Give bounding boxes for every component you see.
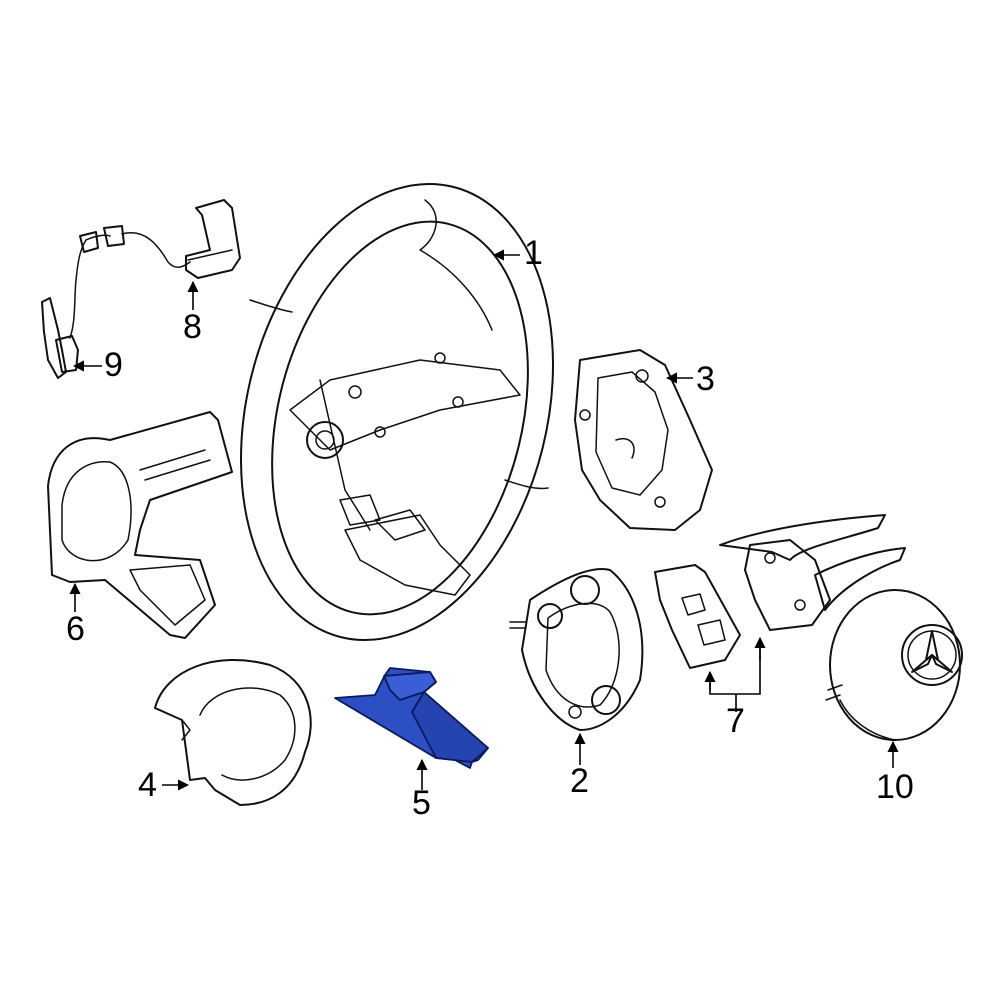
steering-wheel-part-1[interactable] <box>195 151 598 674</box>
airbag-part-10[interactable] <box>825 589 963 741</box>
callout-5: 5 <box>412 784 431 822</box>
callout-9: 9 <box>104 346 123 384</box>
paddle-shifter-part-9[interactable] <box>41 239 87 379</box>
wire-harness-part-8[interactable] <box>79 199 241 279</box>
callout-4: 4 <box>138 766 157 804</box>
callout-2: 2 <box>570 762 589 800</box>
callout-8: 8 <box>183 308 202 346</box>
callout-7: 7 <box>726 702 745 740</box>
lower-cover-part-4[interactable] <box>154 658 312 806</box>
callout-10: 10 <box>876 768 914 806</box>
highlighted-part-5[interactable] <box>334 667 489 769</box>
callout-6: 6 <box>66 610 85 648</box>
switch-modules-part-7[interactable] <box>654 514 906 669</box>
backplate-part-2[interactable] <box>509 568 644 731</box>
callout-3: 3 <box>696 360 715 398</box>
trim-cover-part-6[interactable] <box>47 411 233 639</box>
callout-labels: 1 2 3 4 5 6 7 8 9 10 <box>66 234 914 822</box>
leader-lines <box>69 249 899 791</box>
callout-1: 1 <box>524 234 543 272</box>
switch-bracket-part-3[interactable] <box>574 349 713 531</box>
